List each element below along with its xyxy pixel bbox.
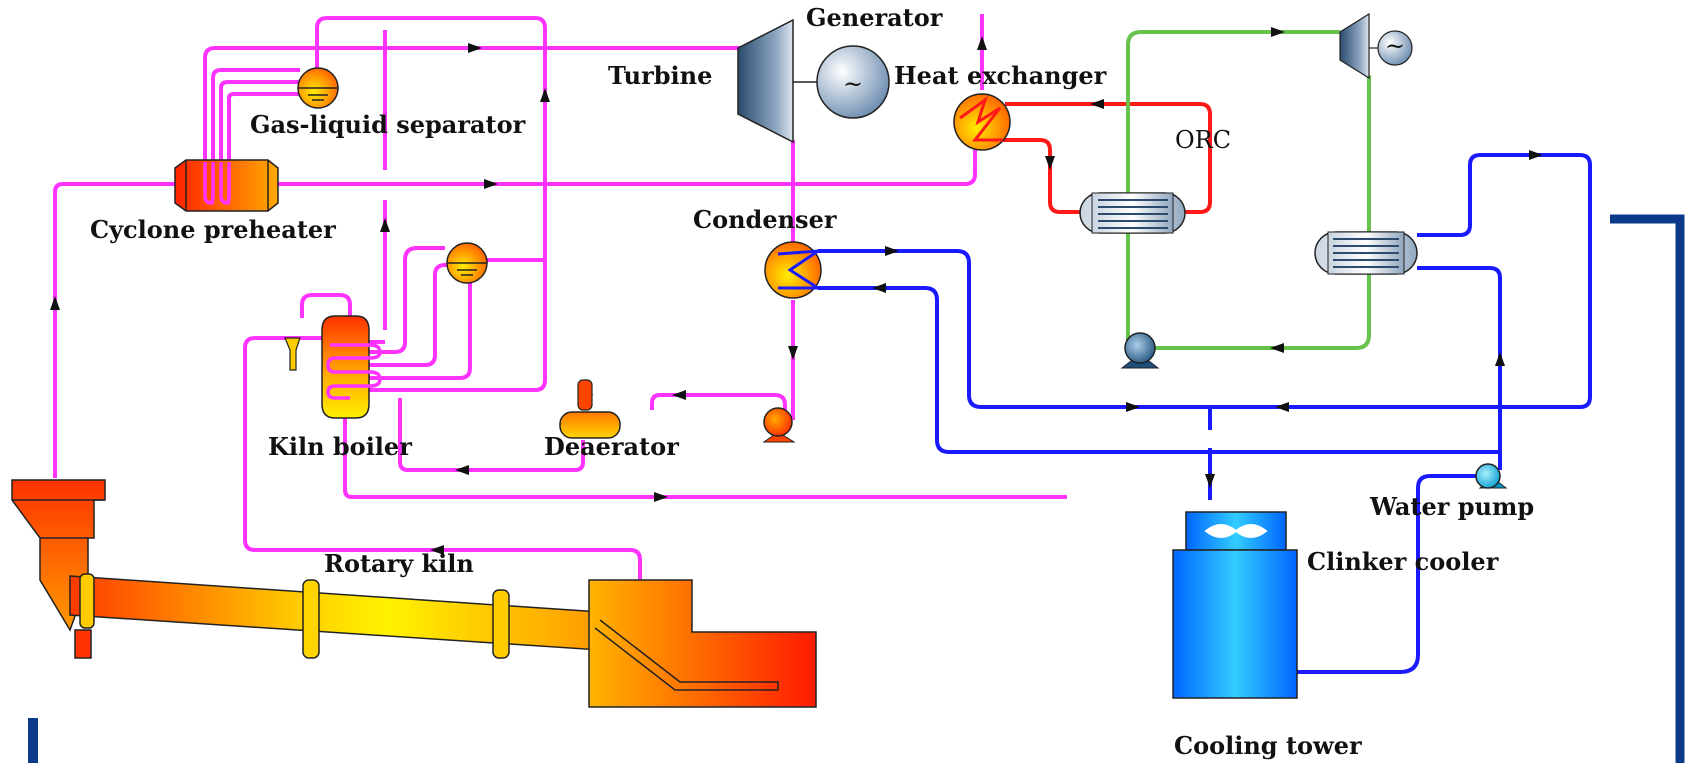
label-cooling-tower: Cooling tower	[1174, 731, 1362, 760]
condenser-unit	[764, 241, 824, 299]
label-cyclone-preheater: Cyclone preheater	[90, 215, 336, 244]
steam-lines	[53, 14, 1067, 580]
orc-turbine: ~	[1339, 12, 1413, 80]
boiler-coil-2	[343, 246, 445, 354]
water-pump	[1475, 463, 1508, 489]
kiln-drum	[69, 575, 601, 651]
boiler-top-loop	[300, 293, 352, 318]
boiler-bottom-line	[343, 398, 1067, 499]
label-clinker-cooler: Clinker cooler	[1307, 547, 1499, 576]
orc-hot-loop	[1003, 102, 1212, 214]
clinker-cooler-housing	[588, 579, 817, 708]
cyclone-preheater	[174, 159, 279, 212]
deaerator-to-boiler	[398, 398, 585, 472]
label-kiln-boiler: Kiln boiler	[268, 432, 412, 461]
heat-exchanger-unit	[953, 93, 1011, 151]
cooling-water-arrows	[872, 150, 1543, 488]
gas-liquid-separator-lower	[446, 242, 488, 284]
kiln-tyre-2	[302, 579, 320, 659]
label-orc: ORC	[1175, 126, 1231, 154]
feedwater-return	[650, 393, 787, 420]
orc-fluid-arrows	[1270, 27, 1285, 353]
label-heat-exchanger: Heat exchanger	[894, 61, 1107, 90]
orc-generator-symbol: ~	[1385, 32, 1405, 60]
frame	[28, 214, 1685, 763]
boiler-coil-5	[343, 258, 547, 392]
boiler-to-kiln-hood	[243, 336, 642, 580]
labels: Generator Turbine Heat exchanger Gas-liq…	[90, 3, 1534, 760]
boiler-burner	[284, 337, 301, 371]
kiln-boiler	[284, 315, 382, 419]
orc-evaporator	[1079, 192, 1186, 234]
generator: ~	[816, 45, 890, 119]
frame-bracket-right	[1610, 214, 1685, 763]
boiler-coil-4	[343, 280, 472, 380]
orc-working-fluid-loop	[1126, 30, 1371, 350]
cooling-tower	[1172, 511, 1298, 699]
label-water-pump: Water pump	[1369, 492, 1534, 521]
separator-loop-2	[219, 80, 310, 165]
generator-symbol: ~	[843, 70, 863, 98]
boiler-coil-3	[343, 263, 465, 367]
rotary-kiln	[11, 479, 817, 708]
gas-liquid-separator-top	[297, 67, 339, 109]
label-condenser: Condenser	[693, 205, 837, 234]
label-deaerator: Deaerator	[544, 432, 679, 461]
riser-to-preheater	[53, 182, 175, 478]
label-rotary-kiln: Rotary kiln	[324, 549, 474, 578]
cooling-water-lines	[818, 153, 1592, 674]
steam-arrows	[50, 36, 987, 555]
label-turbine: Turbine	[608, 61, 712, 90]
steam-to-turbine	[203, 46, 740, 165]
orc-condenser	[1314, 231, 1418, 275]
preheater-to-heat-exchanger	[275, 150, 977, 186]
deaerator	[559, 379, 621, 439]
turbine	[737, 18, 818, 144]
label-gas-liquid-separator: Gas-liquid separator	[250, 110, 526, 139]
kiln-tyre-3	[492, 589, 510, 659]
top-loop	[315, 16, 547, 258]
frame-bar-left	[28, 718, 38, 763]
feed-pump	[762, 407, 796, 443]
label-generator: Generator	[806, 3, 943, 32]
kiln-tyre-1	[79, 573, 95, 629]
orc-hot-arrows	[1045, 99, 1104, 170]
orc-pump	[1120, 332, 1160, 369]
separator-loop	[211, 68, 300, 165]
